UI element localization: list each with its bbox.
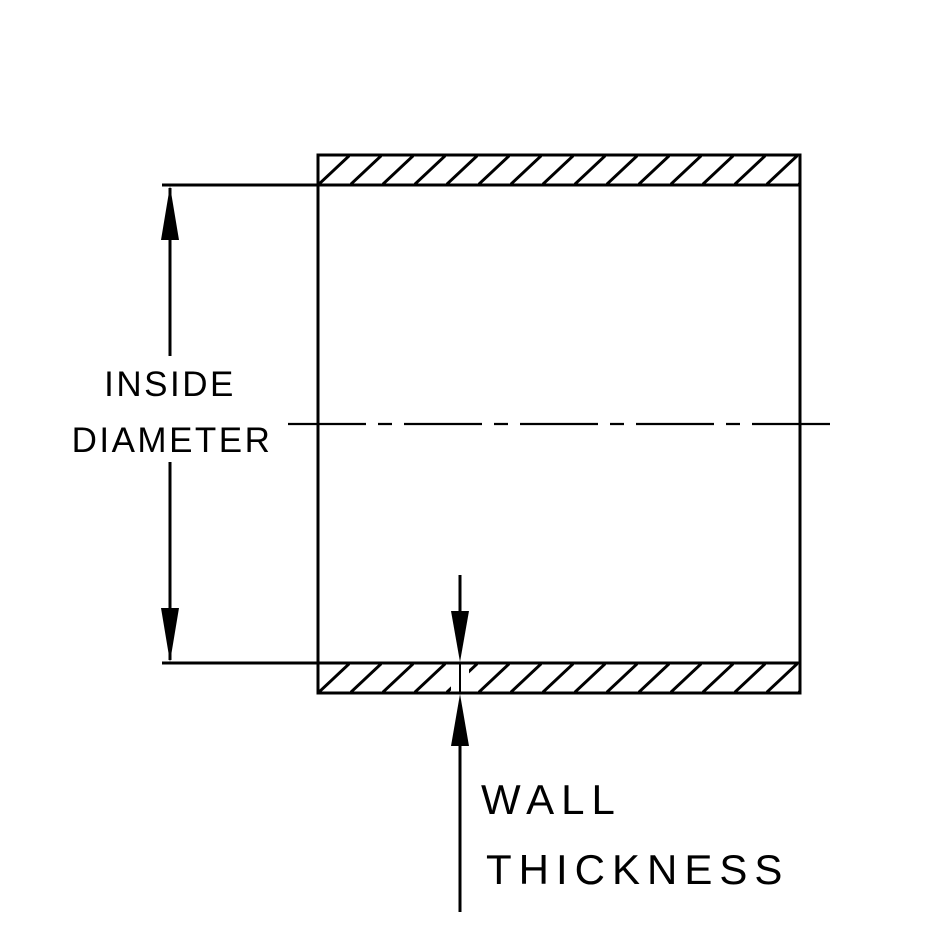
wall-thickness-label-line2: THICKNESS <box>486 846 789 893</box>
wall-thickness-arrow-down <box>451 611 469 662</box>
wall-thickness-label-line1: WALL <box>481 776 622 823</box>
tube-bottom-wall-hatch <box>318 663 800 693</box>
tube-top-wall-hatch <box>318 155 800 185</box>
inside-diameter-label-line2: DIAMETER <box>72 421 273 460</box>
inside-diameter-label-line1: INSIDE <box>104 365 236 404</box>
inside-diameter-arrow-down <box>161 608 179 662</box>
wall-thickness-arrow-up <box>451 694 469 746</box>
inside-diameter-arrow-up <box>161 186 179 240</box>
